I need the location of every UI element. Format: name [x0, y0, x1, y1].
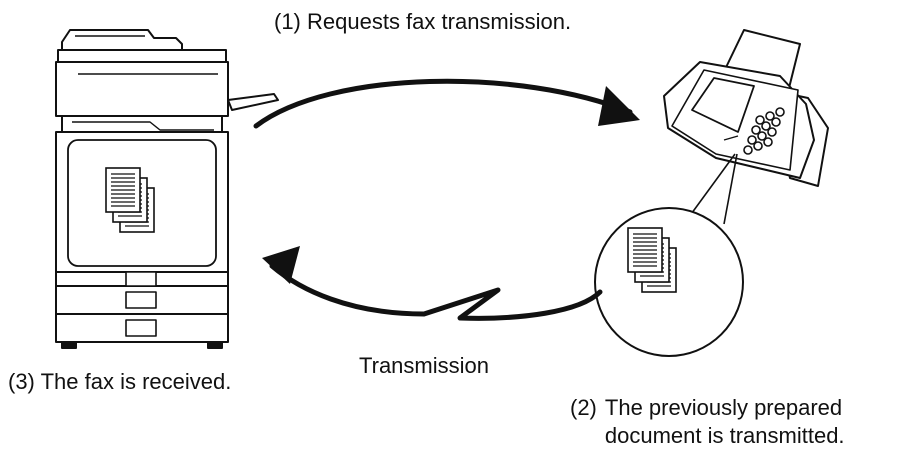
step-2-label: (2) The previously prepared document is …: [570, 394, 845, 450]
document-stack-icon: [106, 168, 154, 232]
step-2-line-2: document is transmitted.: [604, 423, 845, 448]
transmission-label: Transmission: [359, 353, 489, 378]
step-3-label: (3) The fax is received.: [8, 369, 232, 394]
step-2-line-1: The previously prepared: [604, 395, 843, 420]
fax-machine-icon: [663, 29, 829, 187]
multifunction-printer-icon: [55, 29, 279, 349]
request-arrow: [253, 78, 633, 129]
transmission-arrowhead-icon: [262, 246, 300, 284]
step-2-text: The previously prepared document is tran…: [605, 394, 845, 450]
callout-line-right: [723, 153, 738, 225]
step-1-label: (1) Requests fax transmission.: [274, 9, 572, 34]
request-arrowhead-icon: [598, 86, 640, 126]
step-2-number: (2): [570, 395, 597, 420]
document-stack-icon: [628, 228, 676, 292]
transmission-arrow: [269, 263, 603, 321]
